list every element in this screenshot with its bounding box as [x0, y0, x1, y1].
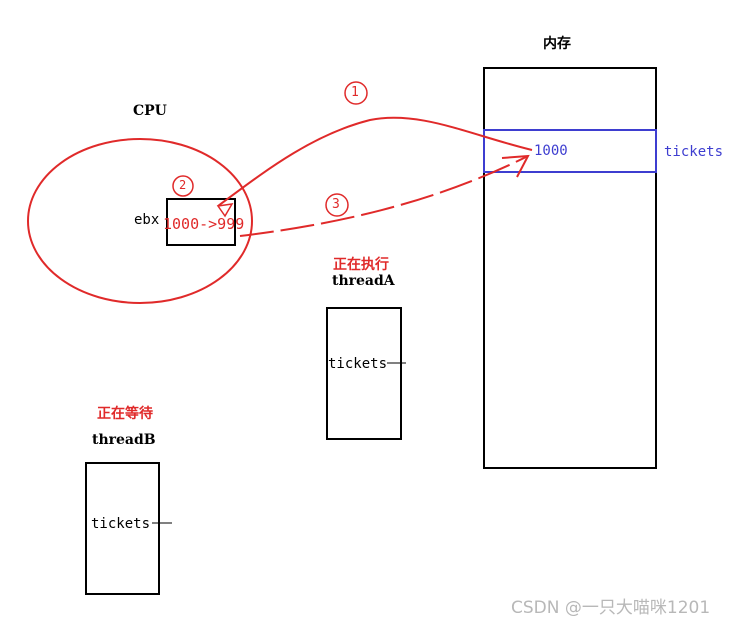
- ebx-register-value: 1000->999: [163, 215, 245, 233]
- step-1-circle: [344, 81, 368, 105]
- store-arrow: [239, 155, 529, 237]
- memory-tickets-cell: [483, 129, 657, 173]
- step-1-number: 1: [351, 85, 359, 100]
- step-3-number: 3: [332, 197, 340, 212]
- threadA-field: tickets: [328, 356, 388, 372]
- threadB-status: 正在等待: [97, 406, 153, 422]
- step-3-circle: [325, 193, 349, 217]
- ebx-register-box: [166, 198, 236, 246]
- step-2-number: 2: [179, 178, 187, 192]
- cpu-title: CPU: [133, 103, 167, 119]
- watermark: CSDN @一只大喵咪1201: [511, 598, 711, 618]
- memory-cell-value: 1000: [534, 143, 568, 159]
- memory-title: 内存: [543, 36, 571, 52]
- threadB-name: threadB: [92, 432, 156, 448]
- memory-cell-label: tickets: [664, 144, 724, 160]
- threadB-box: [85, 462, 160, 595]
- step-2-circle: [172, 175, 194, 197]
- threadA-status: 正在执行: [333, 257, 389, 273]
- load-arrow: [217, 116, 533, 207]
- store-arrow-head: [501, 154, 530, 178]
- threadB-field: tickets: [91, 516, 151, 532]
- cpu-ellipse: [27, 138, 253, 304]
- load-arrow-head: [216, 203, 234, 218]
- threadA-box: [326, 307, 402, 440]
- memory-block: [483, 67, 657, 469]
- ebx-label: ebx: [134, 212, 160, 228]
- threadA-name: threadA: [332, 273, 395, 289]
